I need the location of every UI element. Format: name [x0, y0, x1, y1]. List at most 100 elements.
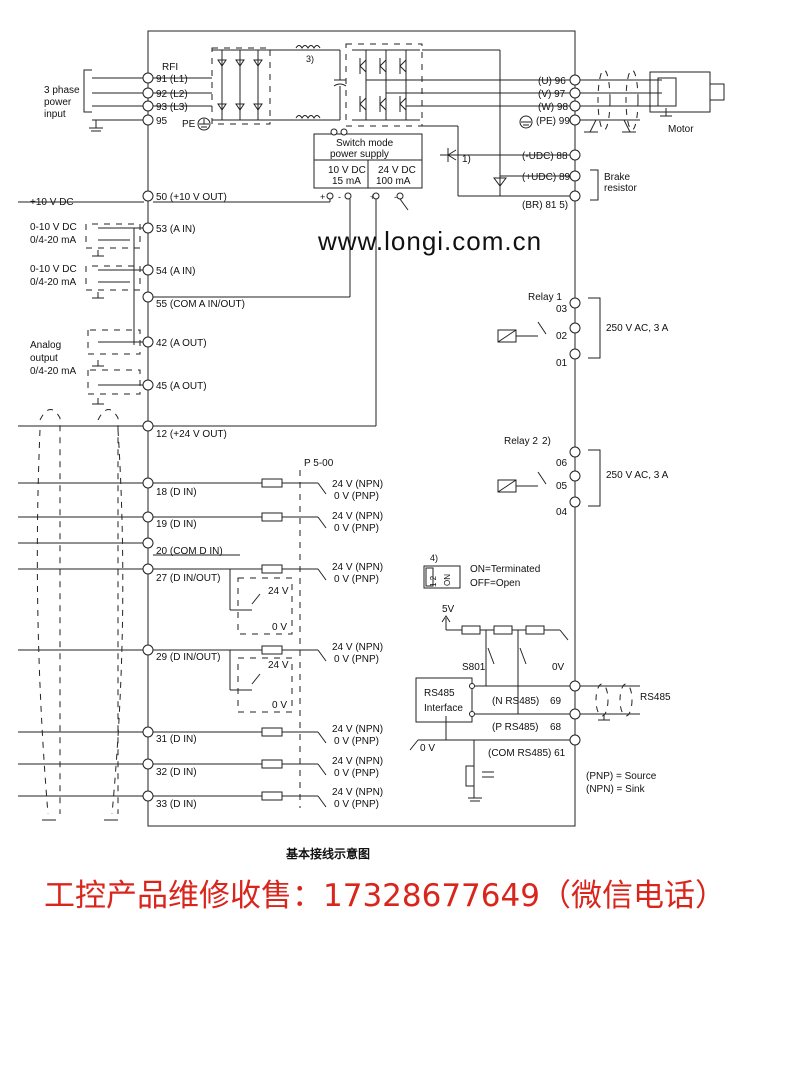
svg-text:-: - [394, 192, 397, 202]
switch-mode-power-supply: Switch mode power supply 10 V DC 15 mA 2… [313, 128, 423, 202]
svg-text:24 V (NPN): 24 V (NPN) [332, 511, 383, 522]
svg-text:0 V (PNP): 0 V (PNP) [334, 799, 379, 810]
dc-link-capacitor [333, 50, 347, 120]
termination-switch: 4) ON 1 2 ON=Terminated OFF=Open [423, 553, 540, 589]
svg-text:03: 03 [556, 304, 568, 315]
svg-text:02: 02 [556, 331, 568, 342]
rfi-label: RFI [162, 62, 178, 73]
svg-text:0 V: 0 V [272, 622, 287, 633]
svg-text:15 mA: 15 mA [332, 176, 361, 187]
svg-text:0 V: 0 V [272, 700, 287, 711]
svg-text:24 V: 24 V [268, 586, 289, 597]
motor-icon: Motor [649, 71, 725, 135]
svg-text:S801: S801 [462, 662, 486, 673]
svg-text:ON=Terminated: ON=Terminated [470, 564, 540, 575]
svg-text:10 V DC: 10 V DC [328, 165, 366, 176]
svg-text:24 V (NPN): 24 V (NPN) [332, 479, 383, 490]
digital-input-circuits: 24 V (NPN) 0 V (PNP) 24 V (NPN) 0 V (PNP… [153, 478, 383, 810]
svg-text:0 V (PNP): 0 V (PNP) [334, 523, 379, 534]
svg-text:04: 04 [556, 507, 568, 518]
pnp-npn-legend: (PNP) = Source (NPN) = Sink [586, 771, 657, 795]
svg-text:1 2: 1 2 [429, 575, 438, 587]
svg-text:power supply: power supply [330, 149, 389, 160]
svg-text:54 (A IN): 54 (A IN) [156, 266, 195, 277]
svg-text:(P RS485): (P RS485) [492, 722, 539, 733]
svg-text:01: 01 [556, 358, 568, 369]
power-input-label: 3 phase power input [44, 85, 80, 120]
param-p500: P 5-00 [304, 458, 334, 469]
svg-text:(PNP) = Source: (PNP) = Source [586, 771, 657, 782]
analog-output: Analog output 0/4-20 mA [30, 329, 143, 405]
svg-text:24 V (NPN): 24 V (NPN) [332, 787, 383, 798]
svg-text:18 (D IN): 18 (D IN) [156, 487, 197, 498]
ground-symbol-input [89, 120, 103, 132]
svg-text:output: output [30, 353, 58, 364]
svg-text:32 (D IN): 32 (D IN) [156, 767, 197, 778]
svg-text:Interface: Interface [424, 703, 463, 714]
digital-terminals: 18 (D IN) 19 (D IN) 20 (COM D IN) 27 (D … [18, 477, 240, 810]
svg-text:Motor: Motor [668, 124, 694, 135]
svg-text:ON: ON [443, 574, 452, 586]
svg-text:(N RS485): (N RS485) [492, 696, 539, 707]
svg-text:Switch mode: Switch mode [336, 138, 394, 149]
dc-choke: 3) [295, 45, 321, 119]
svg-text:0/4-20 mA: 0/4-20 mA [30, 235, 76, 246]
svg-text:Analog: Analog [30, 340, 61, 351]
footer-contact-text: 工控产品维修收售：17328677649（微信电话） [44, 878, 726, 914]
svg-text:+: + [320, 192, 325, 202]
svg-text:Relay 1: Relay 1 [528, 292, 562, 303]
svg-text:100 mA: 100 mA [376, 176, 411, 187]
svg-text:92 (L2): 92 (L2) [156, 89, 188, 100]
svg-text:24 V (NPN): 24 V (NPN) [332, 562, 383, 573]
svg-text:45 (A OUT): 45 (A OUT) [156, 381, 207, 392]
svg-text:69: 69 [550, 696, 562, 707]
svg-text:5V: 5V [442, 604, 455, 615]
svg-text:(BR) 81 5): (BR) 81 5) [522, 200, 568, 211]
svg-text:1): 1) [462, 154, 471, 165]
svg-text:24 V DC: 24 V DC [378, 165, 416, 176]
svg-text:(+UDC) 89: (+UDC) 89 [522, 172, 571, 183]
svg-text:250 V AC, 3 A: 250 V AC, 3 A [606, 470, 669, 481]
svg-text:19 (D IN): 19 (D IN) [156, 519, 197, 530]
svg-text:68: 68 [550, 722, 562, 733]
svg-text:24 V (NPN): 24 V (NPN) [332, 756, 383, 767]
control-terminals: 50 (+10 V OUT) 53 (A IN) 54 (A IN) 55 (C… [142, 190, 245, 440]
svg-text:0 V (PNP): 0 V (PNP) [334, 768, 379, 779]
pe-ground-icon [197, 117, 211, 131]
svg-text:-: - [338, 192, 341, 202]
pe-ground-icon-motor [519, 115, 533, 129]
svg-text:(U) 96: (U) 96 [538, 76, 566, 87]
svg-text:0 V (PNP): 0 V (PNP) [334, 736, 379, 747]
relay-1: Relay 1 03 02 01 250 V AC, 3 A [497, 292, 669, 369]
diagram-caption: 基本接线示意图 [286, 847, 371, 861]
svg-text:0/4-20 mA: 0/4-20 mA [30, 277, 76, 288]
svg-text:24 V (NPN): 24 V (NPN) [332, 642, 383, 653]
svg-text:0 V (PNP): 0 V (PNP) [334, 491, 379, 502]
svg-text:resistor: resistor [604, 183, 637, 194]
svg-text:24 V (NPN): 24 V (NPN) [332, 724, 383, 735]
svg-text:0 V: 0 V [420, 743, 435, 754]
svg-text:(NPN) = Sink: (NPN) = Sink [586, 784, 646, 795]
analog-input-1: 0-10 V DC 0/4-20 mA [30, 222, 143, 257]
svg-text:0 V (PNP): 0 V (PNP) [334, 654, 379, 665]
svg-text:RS485: RS485 [640, 692, 671, 703]
svg-text:Relay 2: Relay 2 [504, 436, 538, 447]
svg-text:RS485: RS485 [424, 688, 455, 699]
svg-text:0/4-20 mA: 0/4-20 mA [30, 366, 76, 377]
svg-text:24 V: 24 V [268, 660, 289, 671]
svg-text:20 (COM D IN): 20 (COM D IN) [156, 546, 223, 557]
svg-text:4): 4) [430, 553, 438, 563]
svg-text:input: input [44, 109, 66, 120]
svg-text:50 (+10 V OUT): 50 (+10 V OUT) [156, 192, 227, 203]
svg-text:0V: 0V [552, 662, 565, 673]
svg-text:95: 95 [156, 116, 168, 127]
svg-text:(-UDC) 88: (-UDC) 88 [522, 151, 568, 162]
svg-text:31 (D IN): 31 (D IN) [156, 734, 197, 745]
svg-text:(W) 98: (W) 98 [538, 102, 568, 113]
inverter-igbt-bridge [345, 43, 575, 127]
svg-text:93 (L3): 93 (L3) [156, 102, 188, 113]
pe-label: PE [182, 119, 196, 130]
svg-text:12 (+24 V OUT): 12 (+24 V OUT) [156, 429, 227, 440]
svg-text:OFF=Open: OFF=Open [470, 578, 520, 589]
